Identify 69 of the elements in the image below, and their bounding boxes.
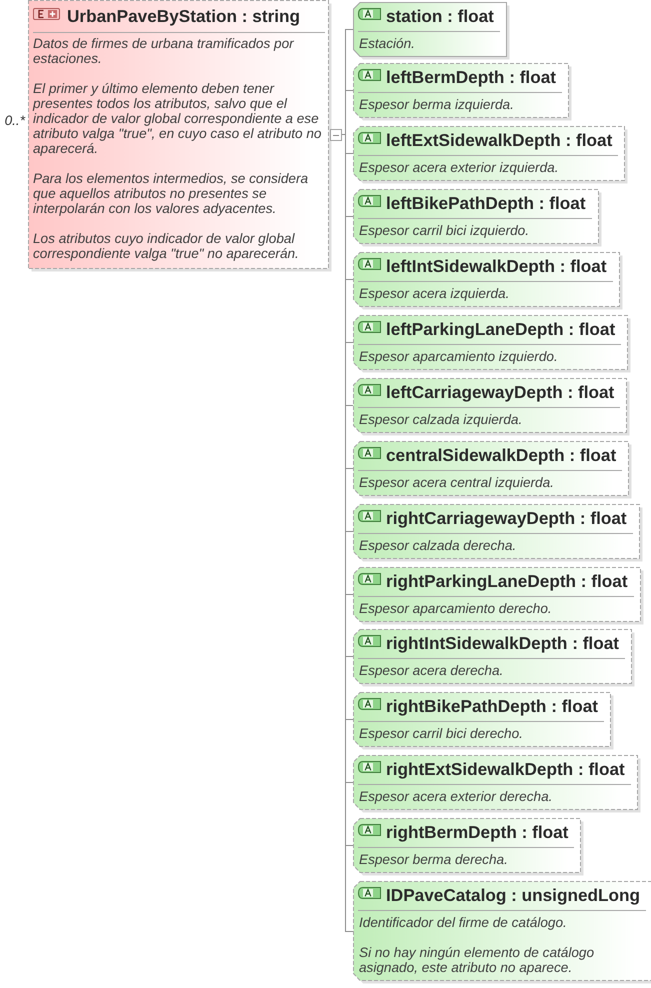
connector-line (346, 719, 354, 720)
connector-line (342, 28, 346, 932)
connector-line (346, 531, 354, 532)
attribute-box (353, 315, 632, 373)
element-box (28, 0, 342, 272)
connector-line (346, 29, 354, 30)
description-text: Espesor aparcamiento derecho. (358, 601, 553, 616)
description-text: Espesor acera derecha. (358, 663, 504, 678)
node-title: IDPaveCatalog : unsignedLong (386, 885, 640, 905)
multiplicity-label: 0..* (4, 112, 25, 128)
attribute-box (353, 692, 614, 750)
node-title: centralSidewalkDepth : float (386, 445, 616, 465)
attribute-box (353, 126, 628, 184)
description-text: Espesor acera exterior derecha. (358, 789, 554, 804)
description-text: Espesor carril bici izquierdo. (358, 223, 530, 238)
node-title: leftExtSidewalkDepth : float (386, 130, 612, 150)
description-text: Los atributos cuyo indicador de valor global correspondiente valga "true" no aparecerán. (32, 231, 300, 261)
description-text: Espesor calzada derecha. (358, 538, 518, 553)
connector-line (346, 931, 354, 932)
connector-line (346, 216, 354, 217)
connector-line (346, 594, 354, 595)
node-title: leftIntSidewalkDepth : float (386, 256, 607, 276)
node-title: UrbanPaveByStation : string (67, 6, 300, 26)
node-title: rightParkingLaneDepth : float (386, 571, 628, 591)
connector-line (346, 405, 354, 406)
connector-line (346, 279, 354, 280)
connector-line (346, 782, 354, 783)
description-text: Para los elementos intermedios, se considera que aquellos atributos no presentes se interpolarán con los valores adyacentes. (32, 171, 310, 216)
description-text: Espesor berma derecha. (358, 852, 509, 867)
description-text: Datos de firmes de urbana tramificados por estaciones. (32, 36, 295, 66)
attribute-box (353, 818, 584, 876)
attribute-box (353, 2, 510, 60)
attribute-box (353, 189, 602, 247)
attribute-box (353, 441, 632, 499)
node-title: leftCarriagewayDepth : float (386, 382, 614, 402)
connector-line (346, 90, 354, 91)
connector-line (346, 468, 354, 469)
attribute-box (353, 567, 644, 625)
node-title: rightBermDepth : float (386, 822, 568, 842)
description-text: Espesor calzada izquierda. (358, 412, 524, 427)
node-title: rightBikePathDepth : float (386, 696, 598, 716)
node-title: rightIntSidewalkDepth : float (386, 633, 619, 653)
node-title: leftParkingLaneDepth : float (386, 319, 616, 339)
description-text: Estación. (358, 36, 416, 51)
attribute-box (353, 378, 630, 436)
connector-line (346, 656, 354, 657)
connector-line (346, 153, 354, 154)
attribute-box (353, 755, 641, 813)
connector-line (346, 845, 354, 846)
node-title: rightExtSidewalkDepth : float (386, 759, 625, 779)
description-text: Espesor aparcamiento izquierdo. (358, 349, 559, 364)
description-text: Si no hay ningún elemento de catálogo asignado, este atributo no aparece. (358, 945, 596, 975)
node-title: leftBikePathDepth : float (386, 193, 586, 213)
node-title: leftBermDepth : float (386, 67, 556, 87)
node-title: rightCarriagewayDepth : float (386, 508, 627, 528)
description-text: Espesor carril bici derecho. (358, 726, 524, 741)
description-text: Identificador del firme de catálogo. (358, 915, 568, 930)
connector-line (346, 342, 354, 343)
attribute-box (353, 629, 635, 687)
description-text: Espesor berma izquierda. (358, 97, 515, 112)
attribute-box (353, 881, 651, 984)
attribute-box (353, 504, 643, 562)
description-text: El primer y último elemento deben tener presentes todos los atributos, salvo que el indicador de valor global correspondiente a ese atributo valga "true", en cuyo caso el atributo no aparecerá. (32, 81, 322, 156)
attribute-box (353, 252, 623, 310)
attribute-box (353, 63, 572, 121)
description-text: Espesor acera central izquierda. (358, 475, 555, 490)
description-text: Espesor acera exterior izquierda. (358, 160, 560, 175)
node-title: station : float (386, 6, 494, 26)
description-text: Espesor acera izquierda. (358, 286, 510, 301)
